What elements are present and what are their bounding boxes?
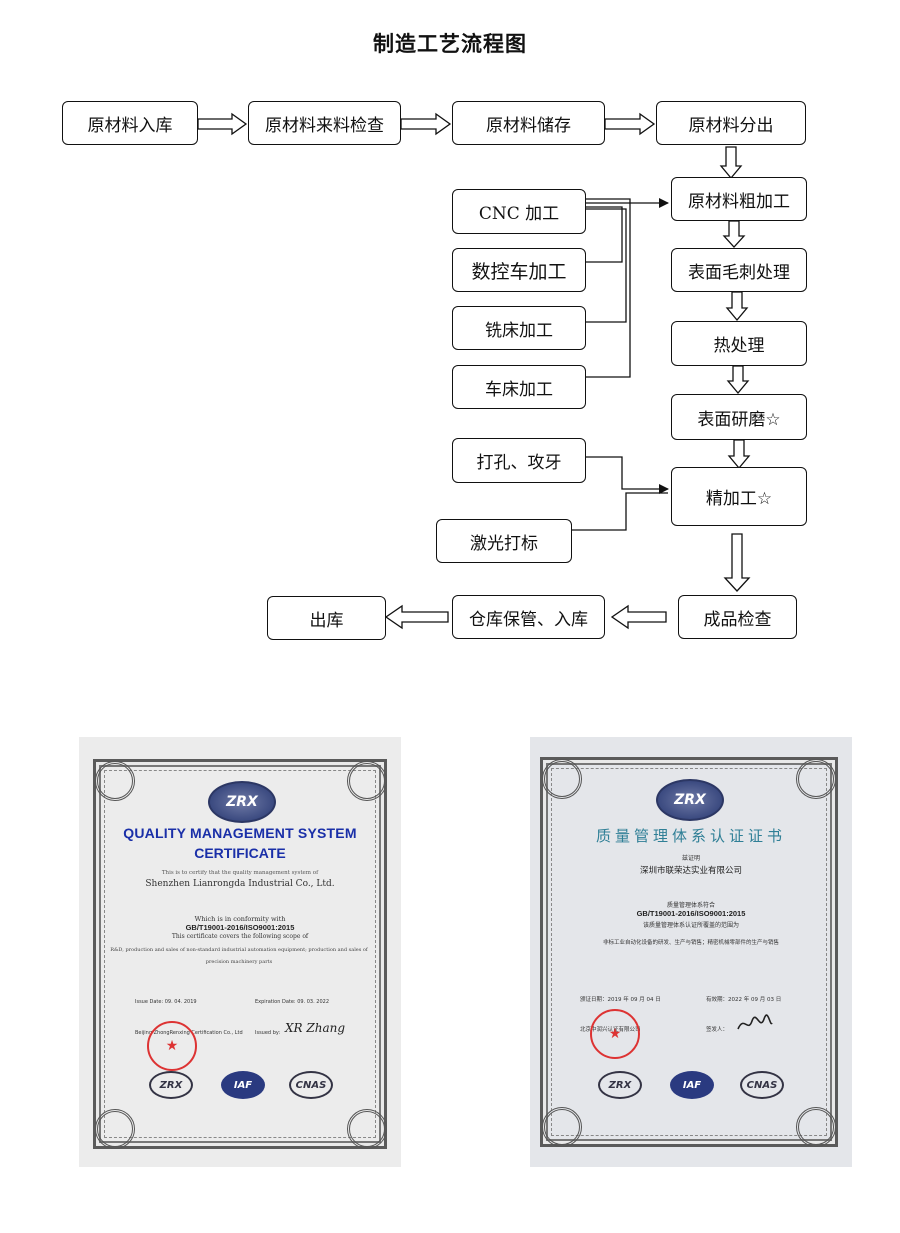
cert-heading-line2: CERTIFICATE xyxy=(194,845,286,861)
cert-scope-intro: 该质量管理体系认证所覆盖的范围为 xyxy=(642,922,739,929)
cert-conformity: Which is in conformity with xyxy=(194,915,286,923)
corner-ornament-icon xyxy=(95,1109,135,1149)
step-heat-treatment: 热处理 xyxy=(671,321,807,366)
iaf-logo-icon: IAF xyxy=(670,1071,714,1099)
cert-issue-date: 颁证日期：2019 年 09 月 04 日 xyxy=(580,997,661,1003)
step-final-inspection: 成品检查 xyxy=(678,595,797,639)
corner-ornament-icon xyxy=(542,1107,582,1147)
cert-company: Shenzhen Lianrongda Industrial Co., Ltd. xyxy=(145,879,335,889)
zrx-logo-icon: ZRX xyxy=(208,781,276,823)
signature-image xyxy=(736,1013,774,1035)
red-seal-icon: ★ xyxy=(147,1021,197,1071)
cert-issued-by: Issued by: xyxy=(255,1030,281,1036)
process-cnc-machining: CNC 加工 xyxy=(452,189,586,234)
corner-ornament-icon xyxy=(542,759,582,799)
certificate-border xyxy=(93,759,387,1149)
cert-standard: GB/T19001-2016/ISO9001:2015 xyxy=(636,909,746,918)
step-finish-machining: 精加工☆ xyxy=(671,467,807,526)
zrx-accreditation-logo-icon: ZRX xyxy=(149,1071,193,1099)
arrow-s11-s12 xyxy=(384,604,449,630)
step-warehouse-storage: 仓库保管、入库 xyxy=(452,595,605,639)
step-raw-material-storage: 原材料储存 xyxy=(452,101,605,145)
process-lathe: 车床加工 xyxy=(452,365,586,409)
cert-expiry-date: 有效期：2022 年 09 月 03 日 xyxy=(706,997,782,1003)
cert-heading: 质量管理体系认证证书 xyxy=(595,827,786,845)
cert-issue-date: Issue Date: 09. 04. 2019 xyxy=(135,999,197,1005)
step-raw-material-intake: 原材料入库 xyxy=(62,101,198,145)
arrow-s4-s5 xyxy=(719,146,743,180)
cert-proof: 兹证明 xyxy=(681,855,700,862)
cert-expiry-date: Expiration Date: 09. 03. 2022 xyxy=(255,999,329,1005)
cnas-logo-icon: CNAS xyxy=(289,1071,333,1099)
cert-standard: GB/T19001-2016/ISO9001:2015 xyxy=(185,923,295,932)
diagram-title: 制造工艺流程图 xyxy=(373,32,527,56)
flow-connectors xyxy=(197,112,751,630)
certificate-border xyxy=(540,757,838,1147)
process-milling: 铣床加工 xyxy=(452,306,586,350)
signature-image: XR Zhang xyxy=(285,1021,346,1035)
arrow-s8-s9 xyxy=(727,439,751,470)
iaf-logo-icon: IAF xyxy=(221,1071,265,1099)
cert-intro: This is to certify that the quality mana… xyxy=(161,870,319,876)
cert-conformity: 质量管理体系符合 xyxy=(666,902,715,909)
step-deburring: 表面毛刺处理 xyxy=(671,248,807,292)
cert-scope-intro: This certificate covers the following sc… xyxy=(171,933,309,940)
red-seal-icon: ★ xyxy=(590,1009,640,1059)
cert-scope: R&D, production and sales of non-standar… xyxy=(110,947,368,965)
arrow-s1-s2 xyxy=(197,112,248,136)
corner-ornament-icon xyxy=(796,759,836,799)
corner-ornament-icon xyxy=(95,761,135,801)
arrow-s5-s6 xyxy=(722,220,746,248)
arrow-s2-s3 xyxy=(400,112,452,136)
corner-ornament-icon xyxy=(347,1109,387,1149)
cnas-logo-icon: CNAS xyxy=(740,1071,784,1099)
arrow-s9-s10 xyxy=(723,533,751,592)
corner-ornament-icon xyxy=(796,1107,836,1147)
arrow-s7-s8 xyxy=(726,365,750,395)
step-surface-grinding: 表面研磨☆ xyxy=(671,394,807,440)
cert-scope: 非标工业自动化设备的研发、生产与销售；精密机械零部件的生产与销售 xyxy=(602,940,779,946)
step-raw-material-dispatch: 原材料分出 xyxy=(656,101,806,145)
zrx-logo-icon: ZRX xyxy=(656,779,724,821)
zrx-accreditation-logo-icon: ZRX xyxy=(598,1071,642,1099)
certificate-photo-english: ZRX QUALITY MANAGEMENT SYSTEM CERTIFICAT… xyxy=(79,737,401,1167)
arrow-s3-s4 xyxy=(604,112,656,136)
step-incoming-inspection: 原材料来料检查 xyxy=(248,101,401,145)
arrow-s10-s11 xyxy=(610,604,667,630)
cert-issued-by: 签发人： xyxy=(706,1027,729,1033)
cert-company: 深圳市联荣达实业有限公司 xyxy=(639,866,742,876)
arrow-s6-s7 xyxy=(725,291,749,322)
certificate-photo-chinese: ZRX 质量管理体系认证证书 兹证明 深圳市联荣达实业有限公司 质量管理体系符合… xyxy=(530,737,852,1167)
process-cnc-lathe: 数控车加工 xyxy=(452,248,586,292)
corner-ornament-icon xyxy=(347,761,387,801)
cert-heading-line1: QUALITY MANAGEMENT SYSTEM xyxy=(123,825,357,841)
process-drilling-tapping: 打孔、攻牙 xyxy=(452,438,586,483)
step-outbound: 出库 xyxy=(267,596,386,640)
process-laser-marking: 激光打标 xyxy=(436,519,572,563)
step-rough-machining: 原材料粗加工 xyxy=(671,177,807,221)
